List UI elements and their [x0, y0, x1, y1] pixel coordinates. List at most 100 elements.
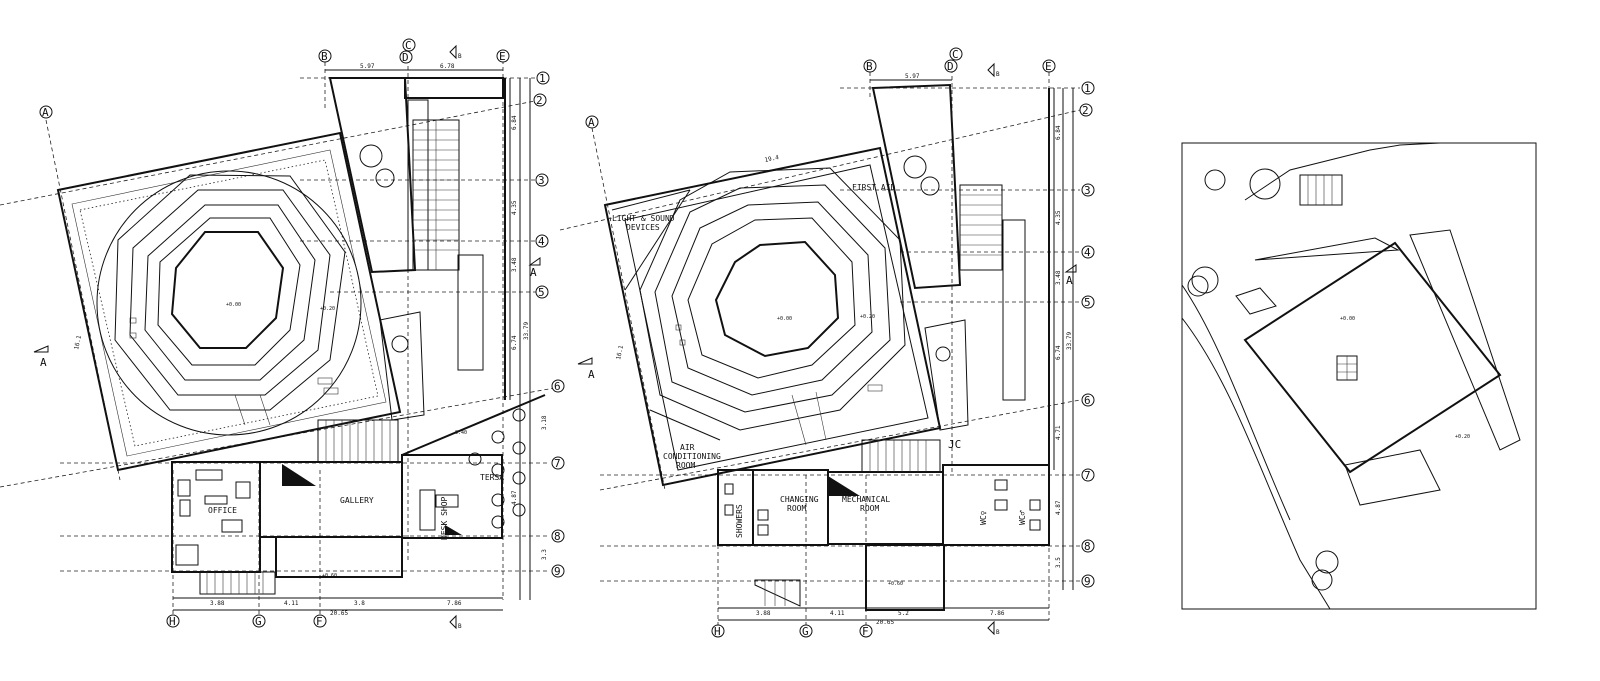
- plan2-room-changing-2: ROOM: [787, 504, 806, 513]
- plan1-dim-bottom-2: 3.8: [354, 600, 365, 607]
- plan2-grid-2: 2: [1082, 104, 1089, 117]
- plan1-dim-right-0: 6.84: [511, 115, 518, 130]
- plan2-room-mech-1: MECHANICAL: [842, 495, 890, 504]
- plan2-dim-bottom-total: 20.65: [876, 619, 894, 626]
- plan1-grid-4: 4: [538, 235, 545, 248]
- plan2-grid-8: 8: [1084, 540, 1091, 553]
- plan1-terrace-elevation: -0.40: [452, 430, 467, 436]
- plan1-room-terrace: TERSA: [480, 473, 504, 482]
- plan2-center-elevation: +0.00: [777, 316, 792, 322]
- plan2-room-first-aid: FIRST AID: [852, 183, 896, 192]
- plan1-main-stair: [412, 119, 460, 271]
- plan1-grid-E: E: [499, 50, 506, 63]
- plan2-grid-F: F: [862, 625, 869, 638]
- plan1-grid-C: C: [405, 39, 412, 52]
- plan2-grid-3: 3: [1084, 184, 1091, 197]
- plan2-grid-1: 1: [1084, 82, 1091, 95]
- plan2-dimensions: 5.97 6.84 4.35 3.48 6.74 33.79 4.71 4.87…: [615, 73, 1074, 626]
- plan1-grid-3: 3: [538, 174, 545, 187]
- plan2-dim-right-5: 4.71: [1055, 425, 1062, 440]
- plan2-room-air-1: AIR: [680, 443, 695, 452]
- plan1-dim-right-3: 6.74: [511, 335, 518, 350]
- plan2-grid-D: D: [947, 60, 954, 73]
- plan1-grid-F: F: [316, 615, 323, 628]
- plan1-center-elevation: +0.00: [226, 302, 241, 308]
- plan1-grid-D: D: [402, 51, 409, 64]
- floor-plan-1: +0.00 +0.20: [0, 38, 565, 630]
- plan2-section-B-top: B: [996, 71, 1000, 78]
- plan1-dim-right-2: 3.48: [511, 257, 518, 272]
- site-elevation-1: +0.20: [1455, 434, 1470, 440]
- plan1-section-markers: A A B B: [33, 44, 541, 630]
- plan1-room-gallery: GALLERY: [340, 496, 374, 505]
- plan1-dim-top-0: 5.97: [360, 63, 375, 70]
- plan2-ring-elevation: +0.20: [860, 314, 875, 320]
- plan1-grid-bubbles: B C D E 1 2 3 4 5 6 7 8 9 H G F A: [39, 38, 565, 628]
- plan1-section-B-top: B: [458, 53, 462, 60]
- plan2-dim-bottom-3: 7.86: [990, 610, 1005, 617]
- plan2-grid-lines: [559, 62, 1081, 628]
- plan1-room-desk: DESK SHOP: [440, 496, 449, 540]
- plan2-dim-right-2: 3.48: [1055, 270, 1062, 285]
- plan2-section-markers: A A B B: [577, 62, 1077, 636]
- plan1-lower-block: OFFICE GALLERY TERSA DESK SHOP -0.40 +0.…: [171, 394, 546, 595]
- plan2-dim-right-0: 6.84: [1055, 125, 1062, 140]
- plan2-grid-5: 5: [1084, 296, 1091, 309]
- plan1-dim-right-1: 4.35: [511, 200, 518, 215]
- plan2-entry-elevation: +0.60: [888, 581, 903, 587]
- plan2-grid-bubbles: B C D E 1 2 3 4 5 6 7 8 9 H G F A: [585, 47, 1095, 638]
- plan1-dim-right-5: 3.18: [541, 415, 548, 430]
- plan1-section-A-right: A: [530, 266, 537, 279]
- plan1-grid-G: G: [255, 615, 262, 628]
- plan2-room-showers: SHOWERS: [735, 504, 744, 538]
- plan2-grid-G: G: [802, 625, 809, 638]
- plan1-room-office: OFFICE: [208, 506, 237, 515]
- plan1-grid-9: 9: [554, 565, 561, 578]
- plan1-dimensions: 5.97 6.78 6.84 4.35 3.48 6.74 33.79 3.18…: [73, 63, 548, 617]
- plan1-grid-7: 7: [554, 457, 561, 470]
- plan2-grid-A: A: [588, 116, 595, 129]
- site-elevation-0: +0.00: [1340, 316, 1355, 322]
- plan2-section-B-bottom: B: [996, 629, 1000, 636]
- floor-plan-2: +0.00 +0.20 LIGHT & SOUND DEVICES FIRST …: [559, 47, 1095, 638]
- plan2-dim-bottom-0: 3.88: [756, 610, 771, 617]
- plan2-lower-block: SHOWERS CHANGING ROOM MECHANICAL ROOM WC…: [717, 438, 1050, 611]
- plan2-room-wc-m: WC♂: [1018, 510, 1027, 525]
- plan1-dim-right-total: 33.79: [523, 322, 530, 340]
- plan2-room-light-sound-1: LIGHT & SOUND: [612, 214, 675, 223]
- plan1-dim-right-7: 3.3: [541, 549, 548, 560]
- plan1-section-B-bottom: B: [458, 623, 462, 630]
- plan1-dim-bottom-1: 4.11: [284, 600, 299, 607]
- plan2-dim-right-3: 6.74: [1055, 345, 1062, 360]
- plan1-terrace-tables: [468, 408, 526, 529]
- plan1-ring-elevation: +0.20: [320, 306, 335, 312]
- plan2-grid-H: H: [714, 625, 721, 638]
- plan2-dim-top-0: 5.97: [905, 73, 920, 80]
- plan1-north-wing: [328, 77, 511, 421]
- plan2-grid-C: C: [952, 48, 959, 61]
- plan2-dim-right-total: 33.79: [1066, 332, 1073, 350]
- plan2-room-light-sound-2: DEVICES: [626, 223, 660, 232]
- plan2-dim-right-6: 4.87: [1055, 500, 1062, 515]
- site-plan: +0.00 +0.20: [1181, 142, 1537, 610]
- plan1-grid-6: 6: [554, 380, 561, 393]
- plan2-room-air-2: CONDITIONING: [663, 452, 721, 461]
- plan1-grid-2: 2: [536, 94, 543, 107]
- plan1-auditorium-block: +0.00 +0.20: [56, 131, 402, 472]
- plan2-north-wing: [871, 83, 1055, 470]
- plan2-dim-right-7: 3.5: [1055, 557, 1062, 568]
- plan2-grid-B: B: [866, 60, 873, 73]
- plan2-grid-9: 9: [1084, 575, 1091, 588]
- plan2-dim-slant: 19.4: [764, 154, 780, 164]
- plan2-room-air-3: ROOM: [676, 461, 695, 470]
- plan1-dim-right-6: 4.87: [511, 490, 518, 505]
- plan2-grid-7: 7: [1084, 469, 1091, 482]
- plan1-grid-B: B: [321, 50, 328, 63]
- plan2-room-jc: JC: [948, 438, 961, 451]
- plan1-grid-5: 5: [538, 286, 545, 299]
- plan2-room-mech-2: ROOM: [860, 504, 879, 513]
- plan1-entry-elevation: +0.60: [322, 573, 337, 579]
- plan1-section-A-left: A: [40, 356, 47, 369]
- plan1-grid-H: H: [169, 615, 176, 628]
- plan1-grid-A: A: [42, 106, 49, 119]
